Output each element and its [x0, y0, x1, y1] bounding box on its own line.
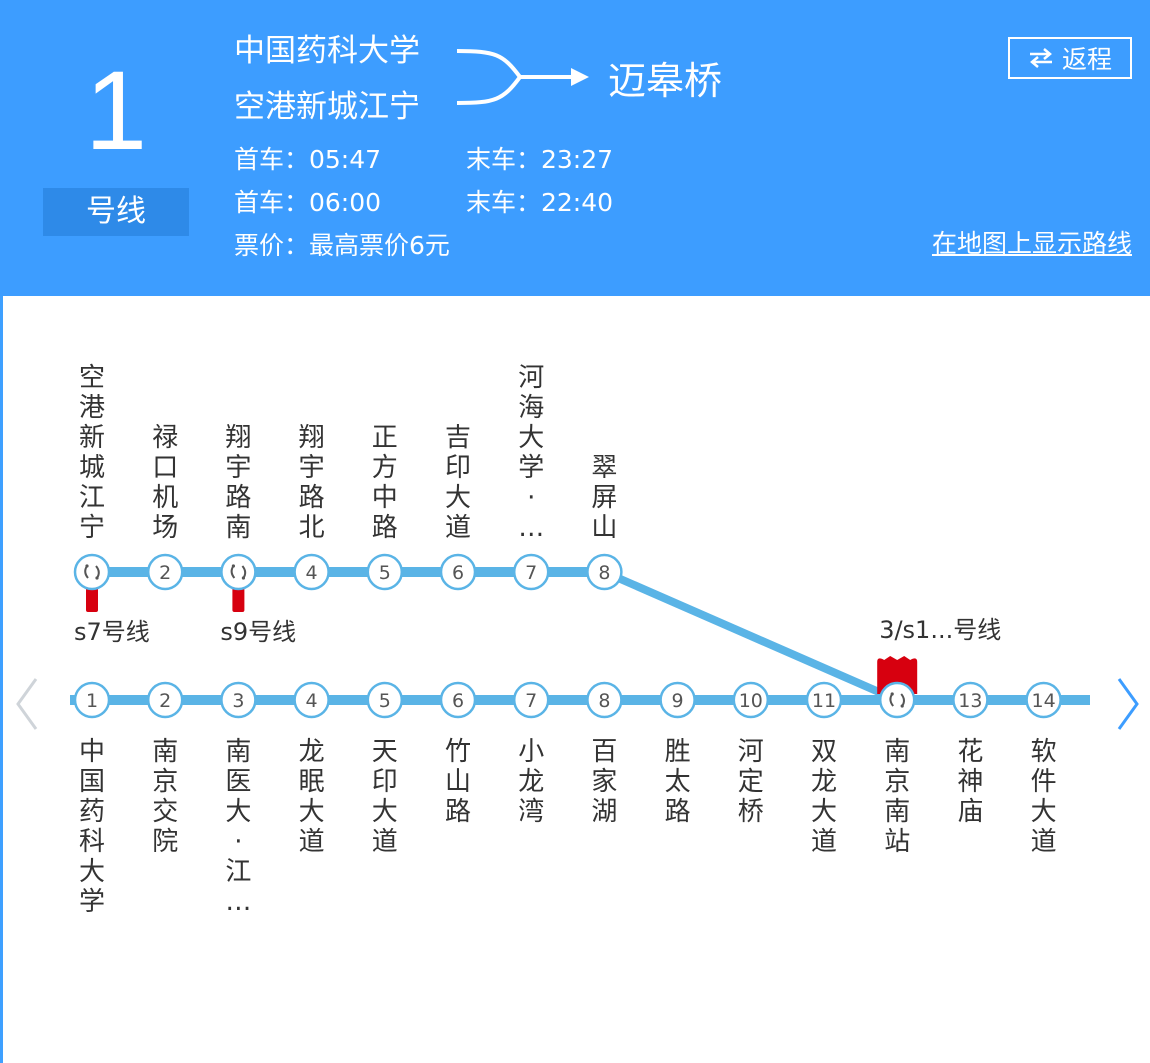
merge-arrow-icon [456, 49, 589, 105]
station-name[interactable]: 花神庙 [957, 737, 983, 827]
transfer-station[interactable] [878, 681, 916, 719]
station-name[interactable]: 南京交院 [152, 737, 178, 857]
station-number: 6 [452, 562, 464, 584]
transfer-line-label: 3/s1...号线 [879, 616, 1001, 644]
station-number: 13 [958, 690, 982, 712]
transfer-marker [877, 656, 918, 694]
station-number: 2 [159, 690, 171, 712]
station-name[interactable]: 翠屏山 [591, 453, 617, 543]
station-name[interactable]: 翔宇路北 [299, 423, 325, 543]
chevron-left-icon [16, 678, 38, 730]
station-circle[interactable]: 7 [512, 553, 550, 591]
transfer-line-label: s9号线 [220, 618, 296, 646]
station-circle[interactable]: 4 [293, 681, 330, 719]
chevron-right-icon [1117, 678, 1139, 730]
line-label: 号线 [43, 188, 189, 236]
station-number: 9 [672, 690, 684, 712]
station-name[interactable]: 空港新城江宁 [79, 363, 105, 543]
station-number: 7 [525, 690, 537, 712]
station-name[interactable]: 南医大·江… [225, 737, 251, 917]
transfer-marker [86, 586, 98, 612]
station-number: 4 [306, 562, 318, 584]
station-number: 6 [452, 690, 464, 712]
stations: 2 4 5 6 7 8 1 2 3 4 5 6 7 8 9 10 11 13 14 [73, 553, 1062, 719]
first-train-2: 首车：06:00 [234, 188, 382, 217]
station-name[interactable]: 正方中路 [372, 423, 398, 543]
swap-arrows-icon [1029, 48, 1052, 68]
station-name[interactable]: 胜太路 [665, 737, 691, 827]
transfer-station[interactable] [73, 553, 111, 591]
station-number: 14 [1032, 690, 1056, 712]
station-name[interactable]: 小龙湾 [518, 737, 544, 827]
station-name[interactable]: 中国药科大学 [79, 737, 105, 917]
station-circle[interactable]: 5 [366, 553, 404, 591]
station-circle[interactable]: 13 [952, 681, 989, 719]
station-circle[interactable]: 8 [586, 681, 623, 719]
station-name[interactable]: 竹山路 [445, 737, 471, 827]
next-page-button[interactable] [1115, 676, 1141, 732]
prev-page-button[interactable] [14, 676, 40, 732]
transfer-icon [230, 564, 247, 580]
station-number: 1 [86, 690, 98, 712]
station-number: 4 [306, 690, 318, 712]
transfer-line-label: s7号线 [74, 618, 150, 646]
station-number: 5 [379, 690, 391, 712]
return-trip-label: 返程 [1061, 45, 1112, 74]
station-circle[interactable]: 8 [586, 553, 623, 591]
station-circle[interactable]: 11 [805, 681, 843, 719]
station-circle[interactable]: 3 [220, 681, 257, 719]
station-number: 8 [598, 562, 610, 584]
station-circle[interactable]: 9 [659, 681, 696, 719]
origin-station-1: 中国药科大学 [234, 33, 420, 69]
transfer-icon [84, 564, 100, 580]
transfer-station[interactable] [220, 553, 257, 591]
line-number: 1 [84, 48, 148, 173]
station-name[interactable]: 南京南站 [884, 737, 910, 857]
station-name[interactable]: 吉印大道 [445, 423, 471, 543]
last-train-1: 末车：23:27 [466, 145, 614, 174]
show-on-map-link[interactable]: 在地图上显示路线 [931, 229, 1132, 258]
station-name[interactable]: 百家湖 [591, 737, 617, 827]
station-circle[interactable]: 10 [732, 681, 770, 719]
line-header: 1 号线 中国药科大学 空港新城江宁 迈皋桥 首车：05:47 末车：23:27… [0, 0, 1150, 296]
station-circle[interactable]: 2 [146, 553, 184, 591]
station-circle[interactable]: 6 [439, 681, 477, 719]
station-circle[interactable]: 1 [73, 681, 111, 719]
last-train-2: 末车：22:40 [466, 188, 614, 217]
destination-station: 迈皋桥 [608, 59, 723, 103]
station-number: 3 [232, 690, 244, 712]
first-train-1: 首车：05:47 [234, 145, 382, 174]
station-circle[interactable]: 6 [439, 553, 477, 591]
station-name[interactable]: 河定桥 [738, 737, 764, 827]
station-number: 7 [525, 562, 537, 584]
station-name[interactable]: 龙眠大道 [299, 737, 325, 857]
return-trip-button[interactable]: 返程 [1008, 37, 1132, 79]
transfer-icon [889, 692, 905, 708]
station-circle[interactable]: 7 [512, 681, 550, 719]
station-circle[interactable]: 5 [366, 681, 404, 719]
transfer-markers [86, 586, 918, 694]
station-name[interactable]: 软件大道 [1031, 737, 1057, 857]
station-labels: s7号线 s9号线 3/s1...号线 空港新城江宁 禄口机场 翔宇路南 翔宇路北 正方中路 吉… [74, 363, 1057, 917]
station-name[interactable]: 翔宇路南 [225, 423, 251, 543]
origin-station-2: 空港新城江宁 [234, 89, 420, 125]
station-circle[interactable]: 4 [293, 553, 330, 591]
station-name[interactable]: 天印大道 [372, 737, 398, 857]
route-diagram: 2 4 5 6 7 8 1 2 3 4 5 6 7 8 9 10 11 13 14 s7号线 s9号线 3/s1...号… [70, 363, 1090, 917]
station-number: 8 [598, 690, 610, 712]
station-name[interactable]: 河海大学·… [518, 363, 544, 543]
station-number: 5 [379, 562, 391, 584]
station-number: 11 [812, 690, 836, 712]
station-name[interactable]: 双龙大道 [811, 737, 837, 857]
station-number: 10 [739, 690, 763, 712]
station-name[interactable]: 禄口机场 [152, 423, 178, 543]
station-number: 2 [159, 562, 171, 584]
transfer-marker [232, 586, 245, 612]
station-circle[interactable]: 2 [146, 681, 184, 719]
fare-info: 票价：最高票价6元 [234, 231, 450, 260]
branch-connector [602, 568, 899, 704]
station-circle[interactable]: 14 [1025, 681, 1062, 719]
